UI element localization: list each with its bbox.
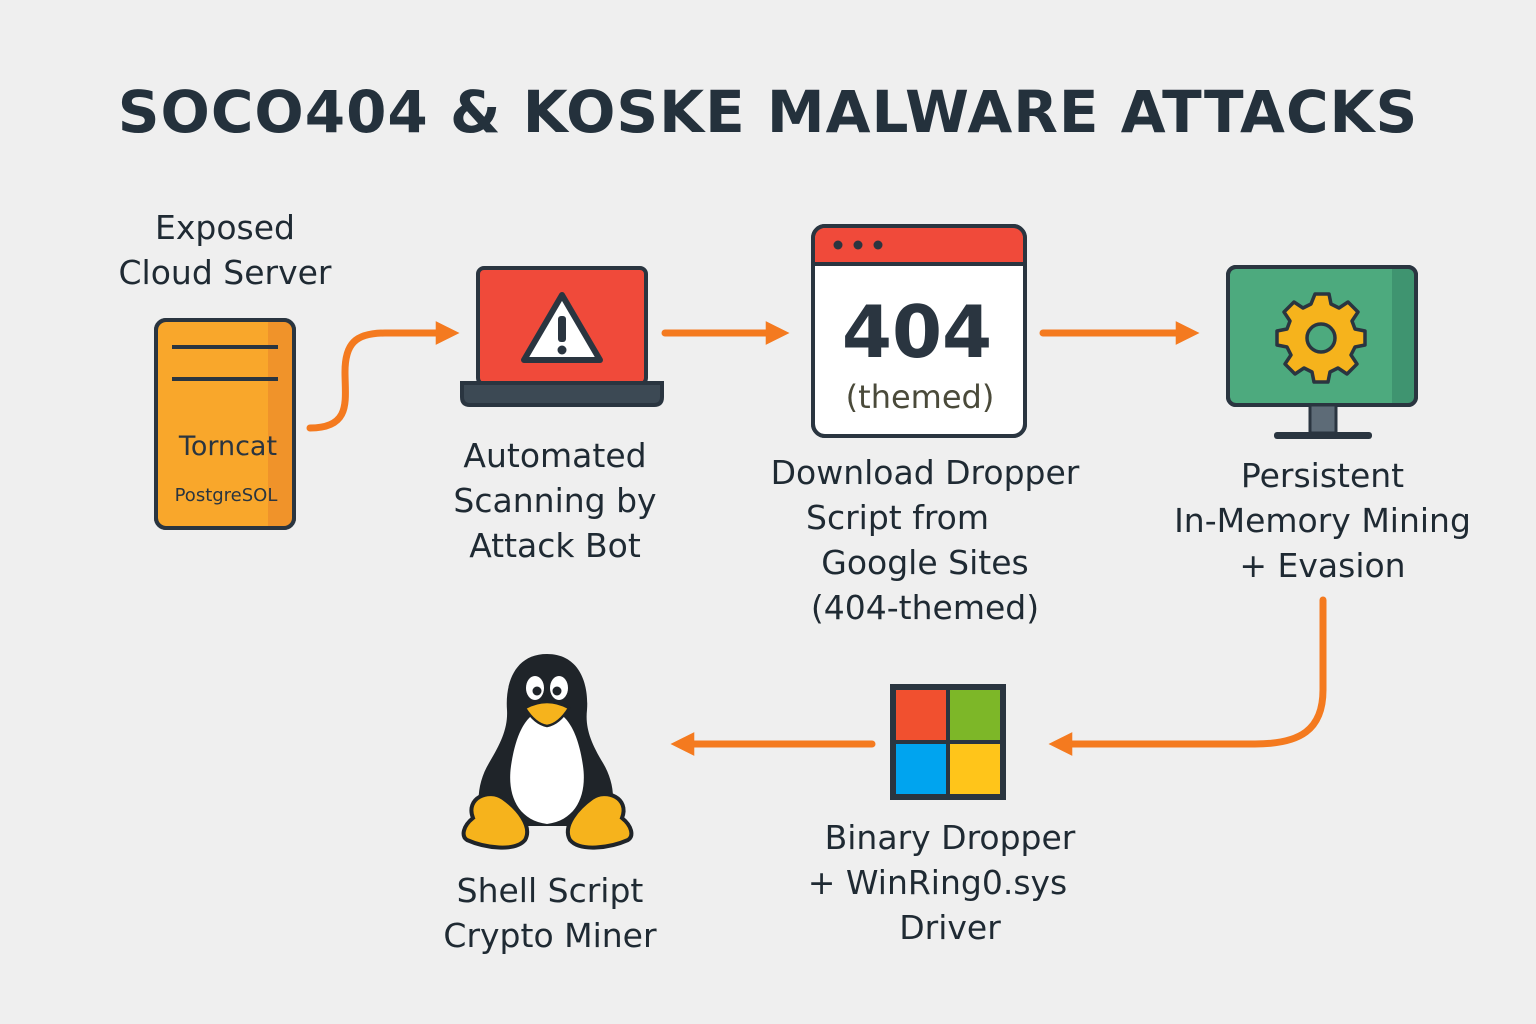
linux-penguin-icon [461,654,634,850]
error-code-text: 404 [842,290,992,374]
server-icon: Torncat PostgreSOL [154,318,296,530]
arrow-mining-to-binary [1048,596,1327,756]
page-title: SOCO404 & KOSKE MALWARE ATTACKS [117,78,1419,146]
postgres-text: PostgreSOL [175,485,278,506]
themed-text: (themed) [846,378,995,416]
browser-window-icon: 404 (themed) [811,224,1027,438]
monitor-gear-icon [1226,265,1418,439]
scanner-label: Automated Scanning by Attack Bot [453,436,657,565]
tomcat-text: Torncat [178,431,277,462]
laptop-warning-icon [460,266,664,407]
binary-label: Binary Dropper + WinRing0.sys Driver [807,818,1076,947]
windows-logo-icon [890,684,1006,800]
arrow-server-to-scanner [306,321,460,432]
dropper-label: Download Dropper Script from Google Site… [770,453,1080,627]
shell-label: Shell Script Crypto Miner [443,871,657,955]
server-label: Exposed Cloud Server [118,208,332,292]
mining-label: Persistent In-Memory Mining + Evasion [1174,456,1471,585]
